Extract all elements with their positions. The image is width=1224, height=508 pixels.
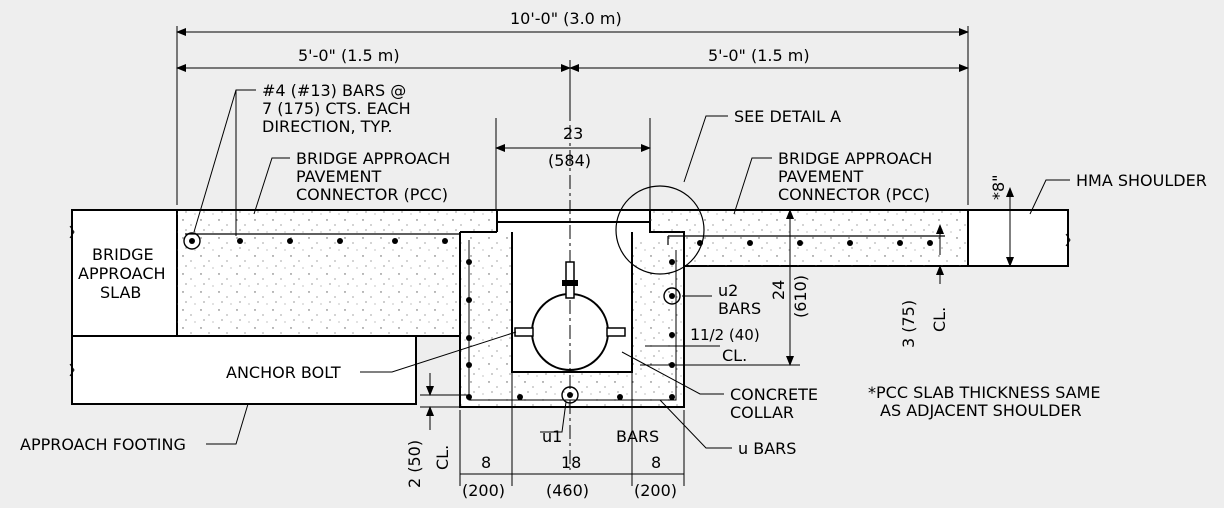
right-cover-dimension: 3 (75) CL.: [899, 224, 949, 348]
connector-right-1: BRIDGE APPROACH: [778, 149, 932, 168]
note-2: AS ADJACENT SHOULDER: [880, 401, 1082, 420]
bottom-dimensions: 8 (200) 18 (460) 8 (200): [459, 372, 685, 500]
connector-left-1: BRIDGE APPROACH: [296, 149, 450, 168]
dim-slab-thickness: *8": [989, 174, 1008, 200]
dim-bottom-mid: 18: [561, 453, 581, 472]
bridge-approach-slab: BRIDGE APPROACH SLAB: [69, 209, 178, 337]
connector-right-3: CONNECTOR (PCC): [778, 185, 930, 204]
dim-overall: 10'-0" (3.0 m): [510, 9, 622, 28]
bars-note-1: #4 (#13) BARS @: [262, 81, 406, 100]
dim-cover-sub: CL.: [722, 346, 747, 365]
approach-slab-label-2: APPROACH: [78, 264, 166, 283]
dim-bottom-mid-metric: (460): [546, 481, 589, 500]
bars-note-2: 7 (175) CTS. EACH: [262, 99, 411, 118]
cover-dimension: 1 1/2 (40) CL.: [645, 325, 760, 366]
left-pcc-connector: [176, 209, 498, 337]
dim-depth-metric: (610): [791, 275, 810, 318]
approach-footing: [69, 335, 417, 405]
pipe-assembly: [514, 100, 626, 470]
dim-top-width: 23: [563, 124, 583, 143]
u2-bars-label-1: u2: [718, 281, 738, 300]
u-bars-label: u BARS: [738, 439, 796, 458]
approach-slab-label-3: SLAB: [100, 283, 141, 302]
approach-slab-label-1: BRIDGE: [92, 245, 154, 264]
dim-cl-right: 3 (75): [899, 300, 918, 348]
right-pcc-connector: [649, 209, 969, 305]
connector-left-2: PAVEMENT: [296, 167, 381, 186]
dim-bottom-right-metric: (200): [634, 481, 677, 500]
dim-right-half: 5'-0" (1.5 m): [708, 46, 810, 65]
depth-dimension: 24 (610): [640, 209, 810, 366]
connector-left-3: CONNECTOR (PCC): [296, 185, 448, 204]
connector-right-2: PAVEMENT: [778, 167, 863, 186]
hma-shoulder: *8": [967, 174, 1071, 267]
note-1: *PCC SLAB THICKNESS SAME: [868, 383, 1101, 402]
detail-a-circle: [615, 185, 705, 275]
dim-cl-right-sub: CL.: [930, 307, 949, 332]
dim-bottom-left: 8: [481, 453, 491, 472]
see-detail-a: SEE DETAIL A: [734, 107, 841, 126]
u1-bars-label-a: u1: [542, 427, 562, 446]
bars-note-3: DIRECTION, TYP.: [262, 117, 392, 136]
dim-cl-bottom: 2 (50): [405, 440, 424, 488]
callouts: #4 (#13) BARS @ 7 (175) CTS. EACH DIRECT…: [20, 81, 1207, 458]
hma-shoulder-label: HMA SHOULDER: [1076, 171, 1207, 190]
concrete-collar-label-2: COLLAR: [730, 403, 794, 422]
dim-bottom-right: 8: [651, 453, 661, 472]
dim-cover-frac: 1/2 (40): [700, 326, 760, 344]
dim-cl-bottom-sub: CL.: [433, 445, 452, 470]
dim-depth: 24: [769, 280, 788, 300]
dim-left-half: 5'-0" (1.5 m): [298, 46, 400, 65]
dim-cover-whole: 1: [690, 325, 700, 344]
dim-bottom-left-metric: (200): [462, 481, 505, 500]
bottom-cover-dimension: 2 (50) CL.: [405, 373, 470, 488]
anchor-bolt-label: ANCHOR BOLT: [226, 363, 341, 382]
u2-bars-label-2: BARS: [718, 299, 761, 318]
approach-footing-label: APPROACH FOOTING: [20, 435, 186, 454]
u1-bars-label-b: BARS: [616, 427, 659, 446]
top-dimensions: 10'-0" (3.0 m) 5'-0" (1.5 m) 5'-0" (1.5 …: [176, 9, 969, 212]
concrete-collar-label-1: CONCRETE: [730, 385, 818, 404]
